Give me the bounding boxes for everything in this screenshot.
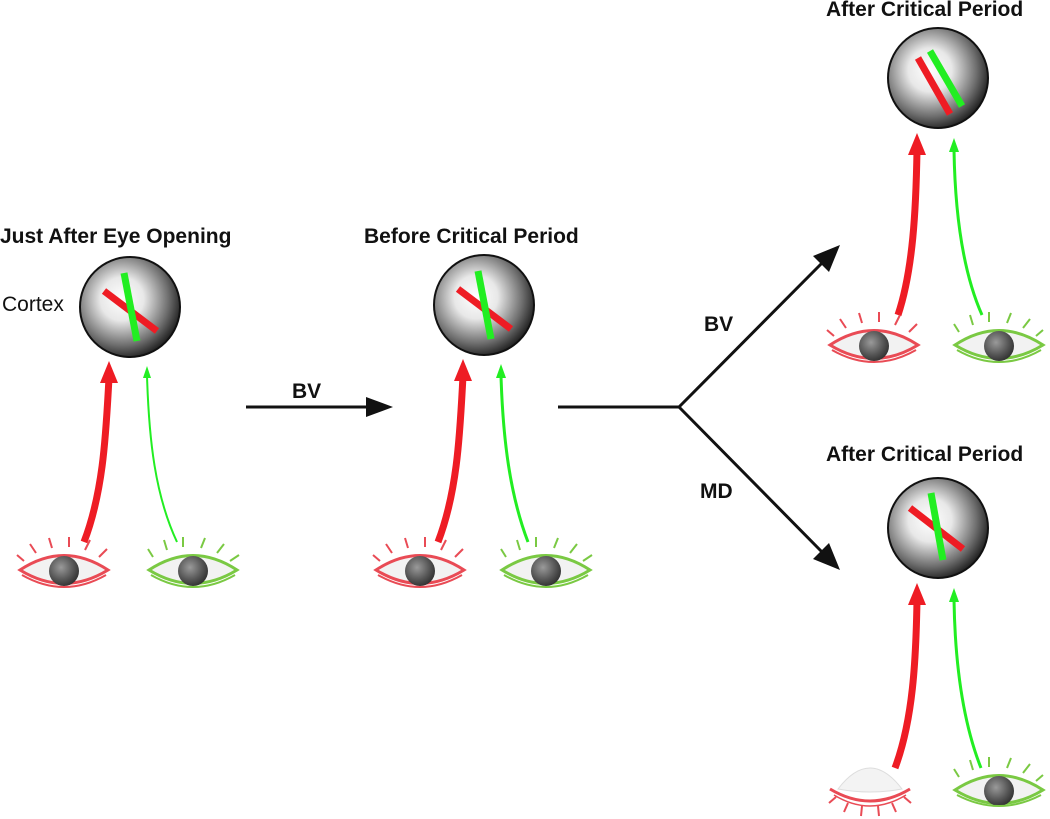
green-bar — [474, 270, 495, 340]
green-arrowhead — [949, 138, 959, 152]
eye-icon — [952, 312, 1046, 363]
cortex-sphere-icon — [887, 27, 989, 129]
stage3a-title: After Critical Period — [826, 0, 1023, 21]
green-pathway — [952, 599, 983, 769]
green-pathway — [146, 375, 178, 543]
eye-icon — [499, 537, 593, 588]
bv-arrow-2 — [677, 260, 825, 409]
green-bar — [926, 49, 966, 108]
eye-right-green-stage3b — [952, 757, 1046, 807]
bv-arrowhead-1 — [366, 397, 393, 417]
green-arrowhead — [496, 364, 506, 378]
eye-left-red-stage3a — [826, 312, 921, 363]
cortex-stage2 — [433, 254, 535, 356]
eye-right-green-stage2 — [499, 537, 593, 588]
green-bar — [927, 492, 947, 561]
md-arrowhead — [813, 543, 840, 570]
md-arrow — [677, 405, 825, 555]
eye-left-red-stage1 — [16, 537, 111, 588]
cortex-label: Cortex — [2, 293, 64, 316]
bv-arrowhead-2 — [813, 245, 840, 272]
eye-right-green-stage1 — [146, 537, 240, 588]
stage1-title: Just After Eye Opening — [0, 225, 231, 248]
stage2-title: Before Critical Period — [364, 225, 579, 248]
red-pathway — [891, 599, 921, 770]
closed-eye-icon — [828, 767, 912, 817]
red-pathway — [894, 149, 921, 317]
eye-left-red-stage2 — [372, 537, 467, 588]
stage3b-title: After Critical Period — [826, 443, 1023, 466]
red-arrowhead — [100, 361, 118, 383]
red-arrowhead — [908, 583, 926, 605]
eye-left-closed-stage3b — [828, 767, 912, 817]
eye-icon — [372, 537, 467, 588]
cortex-stage3b — [887, 477, 989, 579]
cortex-stage3a — [887, 27, 989, 129]
eye-icon — [146, 537, 240, 588]
red-bar — [914, 56, 954, 116]
eye-icon — [826, 312, 921, 363]
cortex-stage1 — [79, 256, 181, 358]
md-label: MD — [700, 480, 733, 503]
green-arrowhead — [949, 588, 959, 602]
eye-icon — [952, 757, 1046, 807]
bv-label-2: BV — [704, 313, 733, 336]
green-bar — [120, 272, 141, 342]
eye-icon — [16, 537, 111, 588]
green-pathway — [952, 149, 984, 316]
red-pathway — [80, 377, 113, 544]
green-pathway — [499, 375, 530, 543]
green-arrowhead — [143, 366, 151, 378]
bv-label-1: BV — [292, 380, 321, 403]
eye-right-green-stage3a — [952, 312, 1046, 363]
red-pathway — [434, 375, 467, 544]
red-arrowhead — [454, 359, 472, 381]
red-arrowhead — [908, 133, 926, 155]
